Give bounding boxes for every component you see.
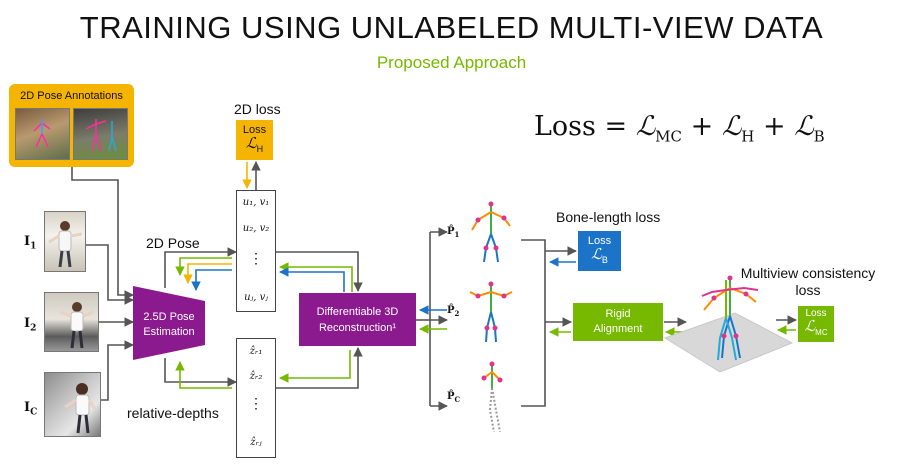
input-label-i2: I2: [24, 316, 37, 334]
skeleton-pc: [481, 361, 503, 433]
input-label-ic: IC: [24, 400, 38, 418]
loss-b-box: Loss ℒB: [578, 231, 621, 271]
formula-lhs: Loss: [534, 111, 596, 142]
input-image-1: [44, 211, 86, 272]
z-row-2: ẑᵣ₂: [249, 371, 263, 382]
annotation-thumbnail-2: [73, 108, 128, 160]
uv-row-dots: ⋮: [249, 251, 263, 267]
pose-2d-label: 2D Pose: [146, 235, 200, 251]
loss-h-box: Loss ℒH: [236, 120, 273, 160]
z-row-j: ẑᵣⱼ: [250, 437, 262, 448]
z-vector: ẑᵣ₁ ẑᵣ₂ ⋮ ẑᵣⱼ: [236, 338, 276, 458]
formula-equals: =: [604, 111, 628, 142]
loss-mc-word: Loss: [805, 308, 827, 319]
formula-h-sub: H: [741, 127, 755, 146]
pose-estimation-line2: Estimation: [143, 326, 195, 338]
formula-b-sub: B: [813, 127, 825, 146]
input-label-i1: I1: [24, 234, 37, 252]
pose-label-p2: P̂2: [447, 305, 460, 318]
pose-estimation-label: 2.5D Pose Estimation: [133, 310, 205, 340]
annotation-skeleton-1: [33, 119, 51, 148]
loss-mc-symbol: ℒMC: [804, 317, 828, 338]
loss-formula: Loss = ℒMC + ℒH + ℒB: [534, 111, 825, 145]
reconstruction-block: Differentiable 3D Reconstruction¹: [299, 293, 416, 346]
z-row-1: ẑᵣ₁: [249, 346, 263, 357]
formula-l-h: ℒ: [721, 111, 742, 142]
formula-plus-1: +: [690, 111, 714, 142]
loss-mc-box: Loss ℒMC: [798, 306, 834, 342]
slide-subtitle: Proposed Approach: [376, 53, 527, 72]
uv-row-j: uⱼ, vⱼ: [244, 292, 268, 303]
formula-l-b: ℒ: [794, 111, 814, 142]
loss-b-word: Loss: [587, 234, 612, 247]
input-image-c: [44, 372, 101, 437]
person-figure-2: [59, 302, 94, 349]
pose-annotations-title: 2D Pose Annotations: [20, 90, 123, 102]
uv-row-1: u₁, v₁: [242, 197, 270, 208]
relative-depths-label: relative-depths: [127, 405, 219, 421]
uv-vector: u₁, v₁ u₂, v₂ ⋮ uⱼ, vⱼ: [236, 190, 276, 312]
z-row-dots: ⋮: [249, 396, 263, 412]
skeleton-p2: [469, 281, 513, 343]
pose-annotations-panel: 2D Pose Annotations: [9, 84, 134, 167]
pose-estimation-line1: 2.5D Pose: [143, 311, 195, 323]
input-image-2: [44, 292, 99, 352]
formula-plus-2: +: [762, 111, 786, 142]
slide-title: TRAINING USING UNLABELED MULTI-VIEW DATA: [79, 10, 824, 45]
loss-h-symbol: ℒH: [245, 133, 264, 154]
loss-b-symbol: ℒB: [591, 244, 608, 265]
rigid-alignment-block: Rigid Alignment: [573, 303, 663, 341]
pose-label-pc: P̂C: [447, 391, 461, 404]
annotation-thumbnail-1: [15, 108, 70, 160]
multiview-label: Multiview consistency loss: [740, 265, 876, 298]
bone-length-label: Bone-length loss: [556, 209, 661, 225]
person-figure-c: [64, 383, 97, 434]
person-figure-1: [48, 221, 83, 268]
annotation-skeleton-2: [85, 119, 117, 152]
multiview-skeleton: [701, 275, 759, 361]
loss-h-word: Loss: [242, 123, 267, 136]
reconstruction-line2: Reconstruction¹: [318, 321, 397, 334]
pose-estimation-block: [133, 286, 205, 360]
pose-label-p1: P̂1: [447, 226, 460, 239]
formula-mc-sub: MC: [655, 127, 683, 146]
reconstruction-line1: Differentiable 3D: [316, 305, 399, 318]
uv-row-2: u₂, v₂: [242, 223, 270, 234]
skeleton-p1: [471, 201, 511, 263]
rigid-line1: Rigid: [605, 308, 631, 320]
loss-2d-label: 2D loss: [234, 101, 281, 117]
rigid-line2: Alignment: [593, 323, 643, 335]
formula-l-mc: ℒ: [635, 111, 656, 142]
